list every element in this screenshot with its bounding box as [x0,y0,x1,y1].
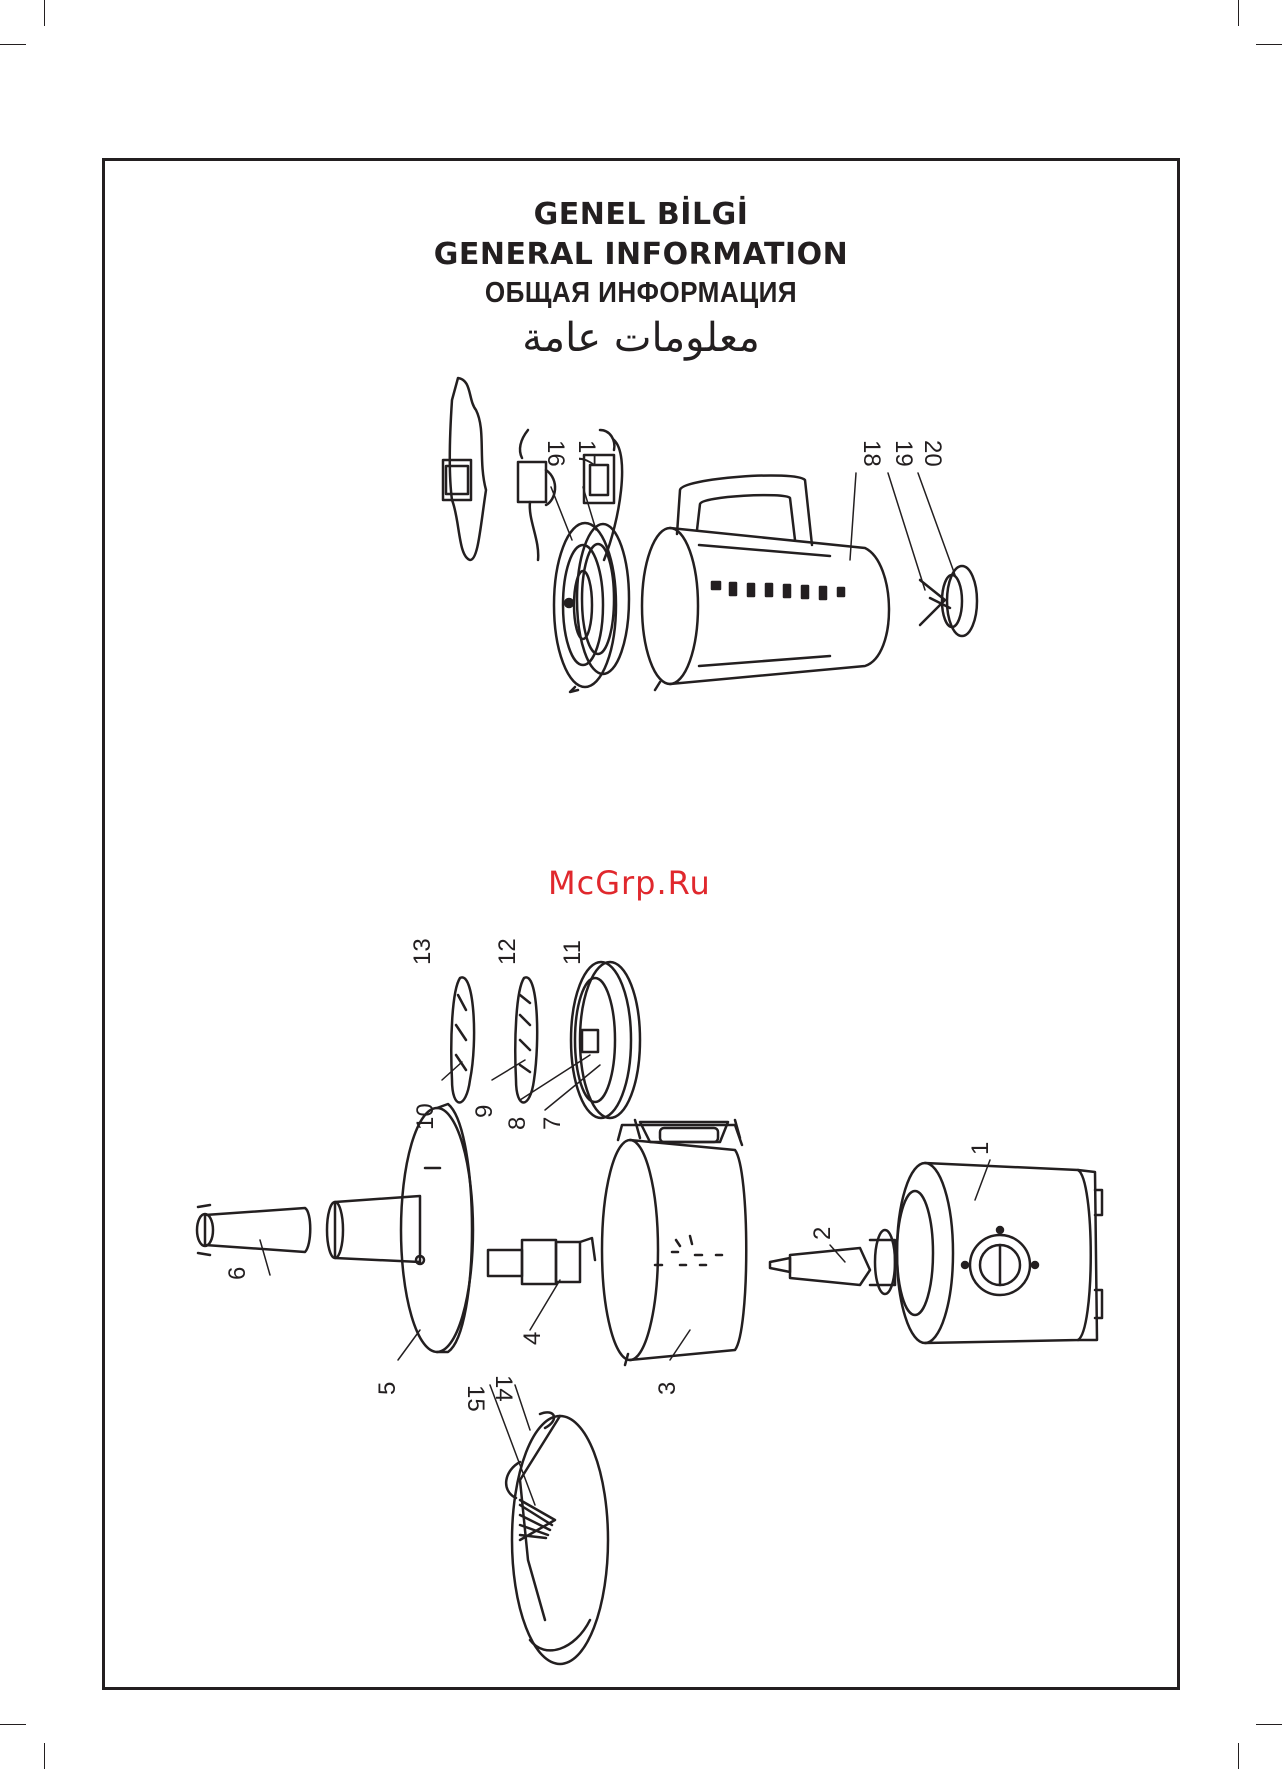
part-number-10: 10 [412,1103,439,1130]
watermark: McGrp.Ru [548,864,711,902]
slicing-disc-13 [443,378,486,560]
part-number-18: 18 [858,440,885,467]
part-number-1: 1 [967,1142,994,1155]
part-number-12: 12 [494,938,521,965]
part-number-5: 5 [374,1382,401,1395]
part-number-16: 16 [542,440,569,467]
part-numbers: 20 19 18 17 16 13 12 11 10 9 8 7 6 5 4 3… [224,440,994,1412]
part-number-3: 3 [654,1382,681,1395]
part-number-13: 13 [409,938,436,965]
grating-disc-10 [451,977,474,1102]
shaft-coupling [488,1238,595,1284]
blender-jug [642,475,889,690]
part-number-15: 15 [462,1385,489,1412]
grating-disc-9 [515,977,537,1102]
part-number-7: 7 [539,1117,566,1130]
leader-lines-bottom [260,1055,990,1505]
part-number-8: 8 [504,1117,531,1130]
processor-lid [401,1104,473,1352]
part-number-9: 9 [471,1105,498,1118]
blender-base-ring [942,566,977,636]
pusher [197,1205,310,1255]
part-number-11: 11 [559,940,586,965]
part-number-6: 6 [224,1267,251,1280]
part-number-2: 2 [809,1227,836,1240]
part-number-14: 14 [490,1375,517,1402]
feed-tube [327,1196,420,1262]
motor-base [897,1163,1102,1343]
part-number-20: 20 [919,440,946,467]
part-number-19: 19 [890,440,917,467]
part-number-17: 17 [573,440,600,467]
part-number-4: 4 [519,1332,546,1345]
processor-bowl [602,1120,746,1365]
